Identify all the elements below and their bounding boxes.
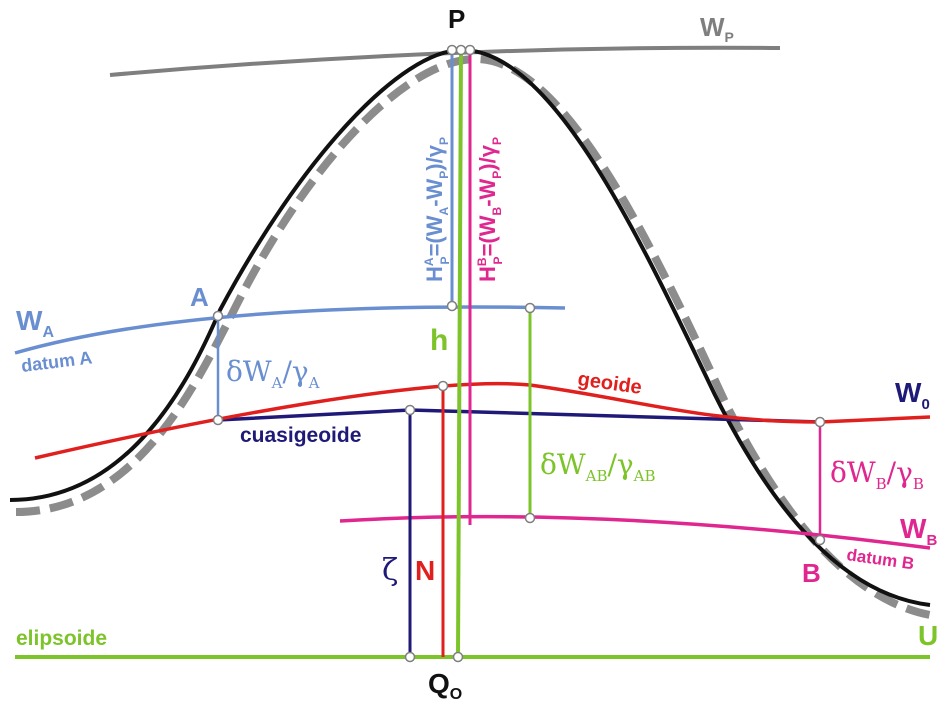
wa-surface-line xyxy=(14,305,566,355)
node-b xyxy=(814,534,826,546)
terrain-dashed-line xyxy=(15,54,937,620)
label-dwab: δWAB/γAB xyxy=(540,448,656,485)
label-n: N xyxy=(415,555,435,586)
geoide-line xyxy=(34,381,931,460)
label-datum-b: datum B xyxy=(845,545,915,573)
node-q-zeta xyxy=(404,651,416,663)
label-cuasigeoide: cuasigeoide xyxy=(240,424,361,447)
node-p1 xyxy=(446,44,458,56)
node-a-low xyxy=(212,414,224,426)
node-quasi-zeta xyxy=(404,404,416,416)
label-p: P xyxy=(448,4,465,34)
node-p2 xyxy=(455,44,467,56)
node-q-h xyxy=(452,651,464,663)
node-geoid-n xyxy=(437,380,449,392)
label-zeta: ζ xyxy=(382,553,398,588)
label-h: h xyxy=(430,324,448,357)
node-p3 xyxy=(464,44,476,56)
label-datum-a: datum A xyxy=(20,347,93,376)
node-wa-h xyxy=(446,300,458,312)
label-dwb: δWB/γB xyxy=(830,456,924,493)
label-wa: WA xyxy=(16,305,54,341)
label-elipsoide: elipsoide xyxy=(16,627,107,650)
wb-surface-line xyxy=(339,514,931,550)
label-wp: WP xyxy=(700,12,734,45)
node-wb-dwb xyxy=(814,416,826,428)
node-wa-dwab xyxy=(524,302,536,314)
label-a: A xyxy=(190,282,209,312)
label-dwa: δWA/γA xyxy=(226,355,320,392)
node-a xyxy=(212,310,224,322)
nodes xyxy=(212,44,826,663)
label-q: QO xyxy=(428,668,462,702)
node-wb-dwab xyxy=(524,512,536,524)
h-segment xyxy=(456,49,463,658)
label-b: B xyxy=(802,558,821,588)
label-u: U xyxy=(918,620,937,651)
label-w0: W0 xyxy=(895,377,930,413)
label-wb: WB xyxy=(900,513,937,549)
